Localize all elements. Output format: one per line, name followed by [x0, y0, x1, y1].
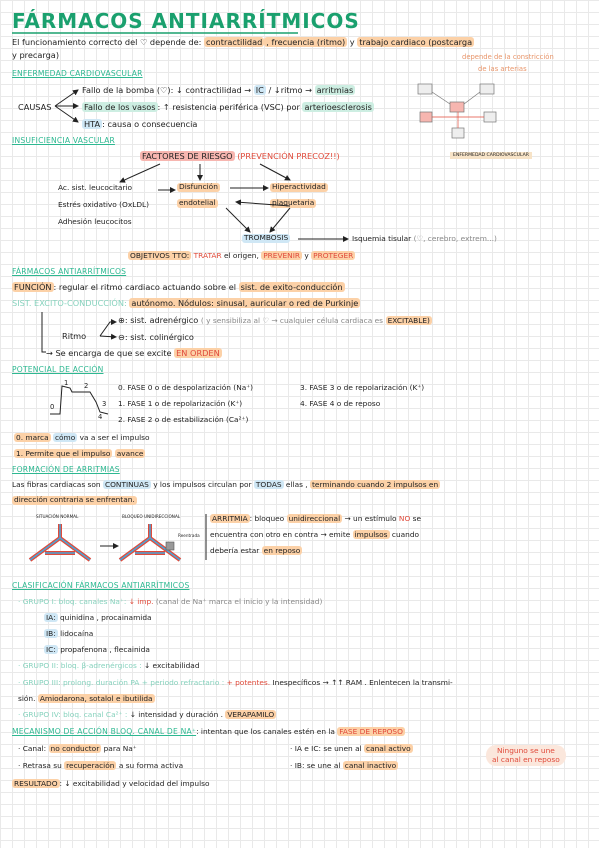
mini-diagram-label: ENFERMEDAD CARDIOVASCULAR	[450, 152, 532, 160]
isquemia: Isquemia tisular (♡, cerebro, extrem...)	[352, 234, 497, 243]
resultado: RESULTADO: ↓ excitabilidad y velocidad d…	[12, 779, 210, 788]
sist-excito: SIST. EXCITO-CONDUCCIÓN: autónomo. Nódul…	[12, 298, 361, 308]
causa-bomba: Fallo de la bomba (♡): ↓ contractilidad …	[82, 85, 356, 95]
sist-adrenergico: ⊕: sist. adrenérgico ( y sensibiliza al …	[118, 315, 432, 325]
arrhythmia-normal-diagram	[28, 524, 92, 562]
arritmia-line2: encuentra con otro en contra → emite imp…	[210, 530, 420, 539]
arritmia-line3: debería estar en reposo	[210, 546, 303, 555]
permite-impulso: 1. Permite que el impulso avance	[14, 449, 146, 458]
mecanismo-heading: MECANISMO DE ACCIÓN BLOQ. CANAL DE NA⁺: …	[12, 727, 405, 736]
ia-ic-canal-activo: · IA e IC: se unen al canal activo	[290, 744, 413, 753]
retrasa-recuperacion: · Retrasa su recuperación a su forma act…	[18, 761, 184, 770]
fase-4: 4. FASE 4 o de reposo	[300, 399, 381, 408]
ritmo-label: Ritmo	[62, 331, 87, 341]
mini-diagram	[417, 83, 497, 139]
contractilidad-highlight: contractilidad	[204, 37, 265, 47]
pa-graph-label-1: 1	[64, 379, 69, 387]
ninguno-se-une: Ninguno se une al canal en reposo	[486, 745, 566, 767]
trombosis: TROMBOSIS	[242, 233, 291, 243]
grupo-3: · GRUPO III: prolong. duración PA + peri…	[18, 678, 453, 687]
causa-hta: HTA: causa o consecuencia	[82, 119, 198, 129]
situacion-normal-label: SITUACIÓN NORMAL	[36, 514, 79, 519]
heading-insuficiencia: INSUFICIENCIA VASCULAR	[12, 136, 115, 145]
fase-2: 2. FASE 2 o de estabilización (Ca²⁺)	[118, 415, 249, 424]
grupo-1: · GRUPO I: bloq. canales Na⁺: ↓ imp. (ca…	[18, 597, 323, 606]
funcion: FUNCIÓN: regular el ritmo cardiaco actua…	[12, 282, 345, 292]
heading-potencial: POTENCIAL DE ACCIÓN	[12, 365, 104, 374]
ritmo-bracket	[41, 312, 117, 353]
grupo-2: · GRUPO II: bloq. β-adrenérgicos : ↓ exc…	[18, 661, 200, 670]
reentrada-label: Reentrada	[178, 533, 200, 538]
fibras-line1: Las fibras cardiacas son CONTINUAS y los…	[12, 480, 441, 489]
page-title: FÁRMACOS ANTIARRÍTMICOS	[12, 9, 360, 33]
causas-label: CAUSAS	[18, 102, 52, 112]
hiperactividad: Hiperactividad	[270, 182, 328, 192]
pa-graph-label-0: 0	[50, 403, 55, 411]
endotelial: endotelial	[177, 198, 218, 208]
fase-3: 3. FASE 3 o de repolarización (K⁺)	[300, 383, 425, 392]
heading-clasificacion: CLASIFICACIÓN FÁRMACOS ANTIARRÍTMICOS	[12, 581, 190, 590]
insuf-arrows	[119, 163, 349, 242]
arrhythmia-block-diagram	[118, 524, 182, 562]
fase-0: 0. FASE 0 o de despolarización (Na⁺)	[118, 383, 254, 392]
grupo-3-cont: sión. Amiodarona, sotalol e ibutilida	[18, 694, 155, 703]
sist-colinergico: ⊖: sist. colinérgico	[118, 332, 194, 342]
causa-vasos: Fallo de los vasos: ↑ resistencia perifé…	[82, 102, 374, 112]
adhesion-leucocitos: Adhesión leucocitos	[58, 217, 132, 226]
pa-graph-label-4: 4	[98, 413, 103, 421]
heading-farmacos: FÁRMACOS ANTIARRÍTMICOS	[12, 267, 127, 276]
factores-riesgo: FACTORES DE RIESGO (PREVENCIÓN PRECOZ!!)	[140, 151, 340, 161]
objetivos-tto: OBJETIVOS TTO: TRATAR el origen, PREVENI…	[128, 251, 356, 260]
intro-line1: El funcionamiento correcto del ♡ depende…	[12, 37, 475, 47]
bloqueo-label: BLOQUEO UNIDIRECCIONAL	[122, 514, 181, 519]
grupo-ib: IB: lidocaína	[44, 629, 94, 638]
grupo-4: · GRUPO IV: bloq. canal Ca²⁺ : ↓ intensi…	[18, 710, 277, 719]
heading-enfermedad: ENFERMEDAD CARDIOVASCULAR	[12, 69, 143, 78]
side-note-2: de las arterias	[478, 65, 527, 73]
heading-formacion: FORMACIÓN DE ARRITMIAS	[12, 465, 120, 474]
causas-arrow-1	[54, 89, 79, 107]
estres-oxidativo: Estrés oxidativo (OxLDL)	[58, 200, 150, 209]
intro-line2: y precarga)	[12, 50, 60, 60]
action-potential-graph	[50, 385, 109, 415]
marca-impulso: 0. marca cómo va a ser el impulso	[14, 433, 150, 442]
arritmia-line1: ARRITMIA: bloqueo unidireccional → un es…	[210, 514, 422, 523]
ac-sist-leucocitario: Ac. sist. leucocitario	[58, 183, 133, 192]
grupo-ia: IA: quinidina , procainamida	[44, 613, 152, 622]
grupo-ic: IC: propafenona , flecainida	[44, 645, 150, 654]
side-note: depende de la constricción	[462, 53, 554, 61]
disfuncion: Disfunción	[177, 182, 220, 192]
canal-no-conductor: · Canal: no conductor para Na⁺	[18, 744, 137, 753]
pa-graph-label-3: 3	[102, 400, 107, 408]
plaquetaria: plaquetaria	[270, 198, 317, 208]
fibras-line2: dirección contraria se enfrentan.	[12, 495, 137, 505]
pa-graph-label-2: 2	[84, 382, 89, 390]
fase-1: 1. FASE 1 o de repolarización (K⁺)	[118, 399, 243, 408]
causas-arrow-3	[54, 105, 79, 123]
ib-canal-inactivo: · IB: se une al canal inactivo	[290, 761, 399, 770]
en-orden-line: → Se encarga de que se excite EN ORDEN	[46, 348, 222, 358]
